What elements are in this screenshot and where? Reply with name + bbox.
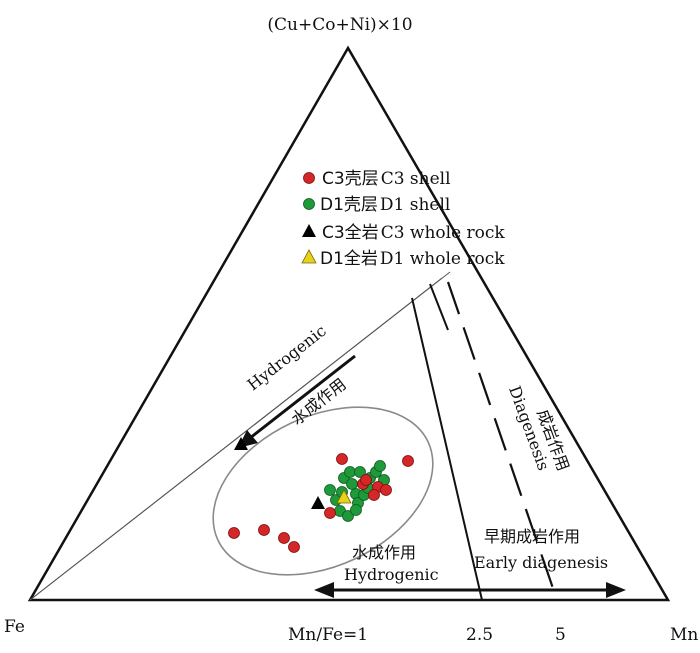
ratio-line-2-5 (429, 283, 449, 331)
c3-shell-point (368, 489, 380, 501)
hydrogenic-bottom-zh: 水成作用 (352, 543, 416, 562)
d1-shell-point (374, 460, 386, 472)
c3-shell-point (336, 453, 348, 465)
data-points (228, 437, 414, 553)
c3-whole-rock-point (234, 437, 248, 450)
c3-shell-point (360, 474, 372, 486)
d1-shell-point (344, 466, 356, 478)
legend-marker-d1-shell (303, 198, 315, 210)
early-diagenesis-zh: 早期成岩作用 (484, 527, 580, 546)
legend-marker-c3-shell (303, 172, 315, 184)
c3-shell-point (380, 484, 392, 496)
hydrogenic-field-ellipse (212, 406, 434, 576)
ratio-line-5-dashed (446, 281, 559, 601)
c3-shell-point (278, 532, 290, 544)
apex-right-label: Mn (670, 625, 698, 645)
c3-shell-point (228, 527, 240, 539)
c3-shell-point (258, 524, 270, 536)
d1-whole-rock-point (336, 489, 352, 504)
d1-shell-point (346, 478, 358, 490)
legend-marker-c3-whole-rock (302, 224, 316, 237)
hydrogenic-bottom-en: Hydrogenic (344, 565, 439, 584)
ratio-label-1: Mn/Fe=1 (288, 625, 368, 645)
d1-shell-point (350, 504, 362, 516)
c3-shell-point (402, 455, 414, 467)
hydrogenic-boundary-inner (29, 271, 451, 601)
legend-marker-d1-whole-rock (301, 249, 317, 264)
hydrogenic-left-en: Hydrogenic (243, 321, 329, 394)
c3-shell-point (288, 541, 300, 553)
c3-whole-rock-point (311, 496, 325, 509)
bottom-arrow-head-right (606, 582, 626, 598)
apex-left-label: Fe (4, 617, 25, 637)
d1-shell-point (354, 466, 366, 478)
ratio-label-2-5: 2.5 (466, 625, 493, 645)
early-diagenesis-en: Early diagenesis (474, 553, 608, 572)
d1-shell-point (324, 484, 336, 496)
apex-top-label: (Cu+Co+Ni)×10 (267, 15, 412, 35)
d1-shell-point (342, 510, 354, 522)
ratio-label-5: 5 (555, 625, 566, 645)
c3-shell-point (324, 507, 336, 519)
triangle-outline (27, 45, 671, 602)
bottom-arrow-head-left (314, 582, 334, 598)
hydrogenic-arrow-shaft (249, 354, 356, 440)
ratio-line-1 (411, 297, 483, 601)
